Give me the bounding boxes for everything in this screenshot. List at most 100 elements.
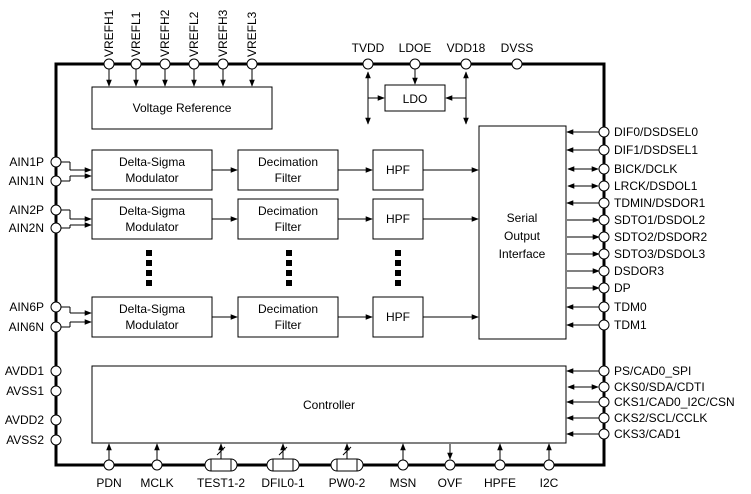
pin-avss1 [50,385,62,397]
chip-outline [54,62,606,467]
pin-ldoe [409,58,421,70]
pin-ain6n [50,321,62,333]
pin-cks2-scl-cclk [598,412,610,424]
pin-ain2n [50,222,62,234]
serial-label-1: Serial [507,211,538,225]
pin-dsdor3 [598,265,610,277]
pin-dp [598,282,610,294]
channel-ellipsis [146,250,401,286]
bus-connector-pw0-2 [330,458,364,472]
pin-label-dif1-dsdsel1: DIF1/DSDSEL1 [614,143,698,157]
pin-label-ain6p: AIN6P [9,300,44,314]
pin-label-ps-cad0-spi: PS/CAD0_SPI [614,364,691,378]
pin-hpfe [494,459,506,471]
pin-label-cks1-cad0-i2c-csn: CKS1/CAD0_I2C/CSN [614,395,735,409]
pin-ain1p [50,156,62,168]
decim-1-label-bottom: Filter [275,171,302,185]
pin-sdto3-dsdol3 [598,248,610,260]
pin-cks1-cad0-i2c-csn [598,396,610,408]
pin-label-dvss: DVSS [501,41,534,55]
hpf-6-label: HPF [386,310,410,324]
pin-label-vrefl2: VREFL2 [187,11,201,57]
dsm-block-2: Delta-Sigma Modulator [91,198,213,240]
bus-connector-dfil0-1 [266,458,300,472]
pin-label-ain2p: AIN2P [9,203,44,217]
dsm-1-label-top: Delta-Sigma [119,155,185,169]
pin-avss2 [50,434,62,446]
pin-label-ain2n: AIN2N [9,221,44,235]
pin-tdm1 [598,319,610,331]
pin-label-sdto2-dsdor2: SDTO2/DSDOR2 [614,230,707,244]
pin-label-vrefh3: VREFH3 [216,9,230,57]
pin-label-vdd18: VDD18 [447,41,486,55]
ldo-label: LDO [403,92,428,106]
pin-label-avdd2: AVDD2 [5,413,44,427]
pin-sdto2-dsdor2 [598,231,610,243]
pin-label-i2c: I2C [540,476,559,490]
decimation-filter-block-1: Decimation Filter [237,149,339,191]
bus-connector-test1-2 [204,458,238,472]
pin-label-cks3-cad1: CKS3/CAD1 [614,427,681,441]
pin-label-vrefl1: VREFL1 [129,11,143,57]
pin-label-ain6n: AIN6N [9,320,44,334]
pin-label-cks0-sda-cdti: CKS0/SDA/CDTI [614,380,705,394]
hpf-2-label: HPF [386,212,410,226]
pin-dvss [511,58,523,70]
pin-label-dsdor3: DSDOR3 [614,264,664,278]
hpf-block-2: HPF [372,198,424,240]
pin-ovf [444,459,456,471]
pin-label-ain1p: AIN1P [9,155,44,169]
pin-label-msn: MSN [390,476,417,490]
pin-vrefh1 [103,58,115,70]
ldo-block: LDO [384,84,446,112]
hpf-block-6: HPF [372,296,424,338]
voltage-reference-block: Voltage Reference [91,86,273,130]
pin-label-cks2-scl-cclk: CKS2/SCL/CCLK [614,411,707,425]
controller-label: Controller [303,398,355,412]
decim-2-label-top: Decimation [258,204,318,218]
pin-cks3-cad1 [598,428,610,440]
pin-label-dp: DP [614,281,631,295]
dsm-6-label-top: Delta-Sigma [119,302,185,316]
pin-ain1n [50,175,62,187]
serial-output-interface-block: Serial Output Interface [478,125,567,340]
pin-label-test1-2: TEST1-2 [197,476,245,490]
decimation-filter-block-6: Decimation Filter [237,296,339,338]
pin-avdd2 [50,414,62,426]
pin-label-ldoe: LDOE [399,41,432,55]
pin-tdm0 [598,301,610,313]
pin-label-sdto3-dsdol3: SDTO3/DSDOL3 [614,247,705,261]
pin-label-pw0-2: PW0-2 [329,476,366,490]
pin-dif1-dsdsel1 [598,144,610,156]
pin-label-mclk: MCLK [140,476,173,490]
pin-label-avdd1: AVDD1 [5,364,44,378]
pin-label-tvdd: TVDD [352,41,385,55]
pin-dif0-dsdsel0 [598,126,610,138]
decimation-filter-block-2: Decimation Filter [237,198,339,240]
pin-label-tdmin-dsdor1: TDMIN/DSDOR1 [614,196,706,210]
dsm-2-label-top: Delta-Sigma [119,204,185,218]
decim-1-label-top: Decimation [258,155,318,169]
pin-vrefl3 [246,58,258,70]
pin-vrefh3 [217,58,229,70]
serial-label-2: Output [504,229,541,243]
pin-label-lrck-dsdol1: LRCK/DSDOL1 [614,179,698,193]
pin-mclk [151,459,163,471]
pin-msn [397,459,409,471]
pin-label-vrefl3: VREFL3 [245,11,259,57]
dsm-6-label-bottom: Modulator [125,318,178,332]
bus-slash-test1-2 [216,446,226,456]
pin-label-hpfe: HPFE [484,476,516,490]
pin-tvdd [362,58,374,70]
pin-sdto1-dsdol2 [598,214,610,226]
pin-tdmin-dsdor1 [598,197,610,209]
pin-label-vrefh2: VREFH2 [158,9,172,57]
controller-block: Controller [91,365,567,444]
pin-label-dif0-dsdsel0: DIF0/DSDSEL0 [614,125,698,139]
pin-lrck-dsdol1 [598,180,610,192]
pin-label-pdn: PDN [96,476,121,490]
pin-vrefl2 [188,58,200,70]
bus-slash-dfil0-1 [278,446,288,456]
